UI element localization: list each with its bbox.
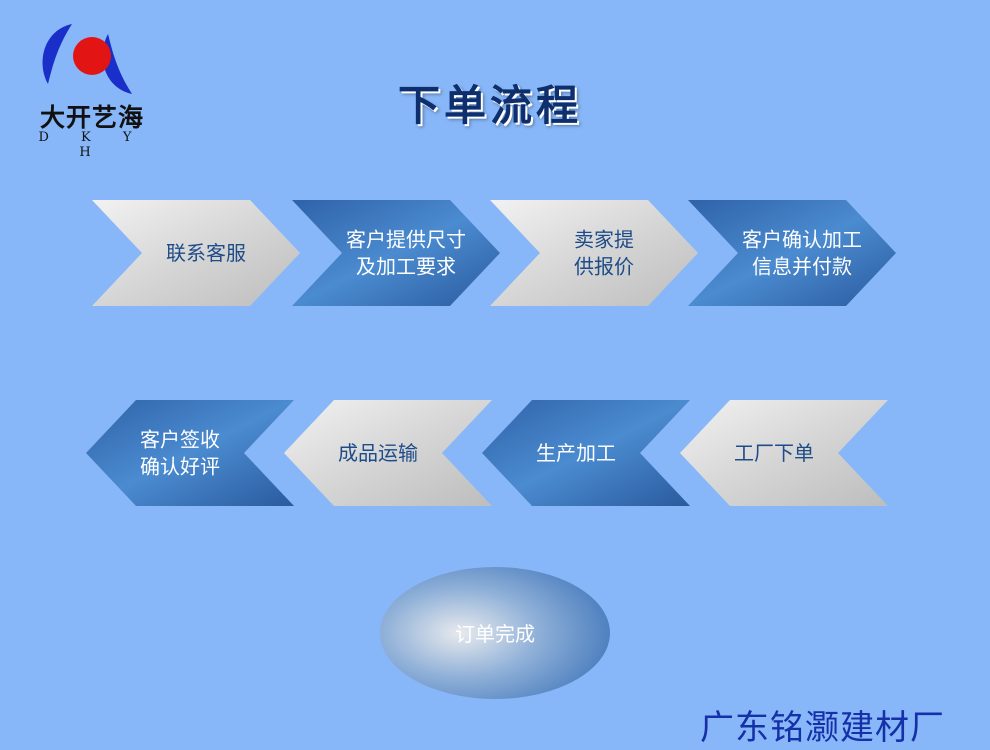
logo-name: 大开艺海 [39,103,144,132]
page-title: 下单流程 [397,81,582,130]
row2-step-2-shape [284,400,492,506]
logo-icon [42,24,132,94]
company-name: 广东铭灏建材厂 [700,708,945,748]
logo [42,24,132,94]
row2-step-1-label: 确认好评 [140,455,220,479]
row1-step-2-label: 及加工要求 [356,255,456,279]
row1-step-2-shape [292,200,500,306]
row1-step-1-label: 联系客服 [166,241,246,265]
final-step-label: 订单完成 [455,622,535,646]
row2-step-2-label: 成品运输 [338,441,418,465]
row1-step-3-label: 供报价 [574,255,634,279]
row2-step-1-shape [86,400,294,506]
final-step: 订单完成 [380,567,610,699]
row1-step-4-shape [688,200,896,306]
final-step-oval [380,567,610,699]
logo-abbreviation: D K Y H [38,130,146,160]
row2-step-4-label: 工厂下单 [734,441,814,465]
row2-step-4-shape [680,400,888,506]
row2-step-3-label: 生产加工 [536,441,616,465]
row1-step-4-label: 信息并付款 [752,255,852,279]
row2-step-3-shape [482,400,690,506]
row2-step-1-label: 客户签收 [140,428,220,452]
row1-step-3-label: 卖家提 [574,228,634,252]
row1-step-2-label: 客户提供尺寸 [346,228,466,252]
row1-step-3-shape [490,200,698,306]
row1-step-1-shape [92,200,300,306]
row1-step-4-label: 客户确认加工 [742,228,862,252]
